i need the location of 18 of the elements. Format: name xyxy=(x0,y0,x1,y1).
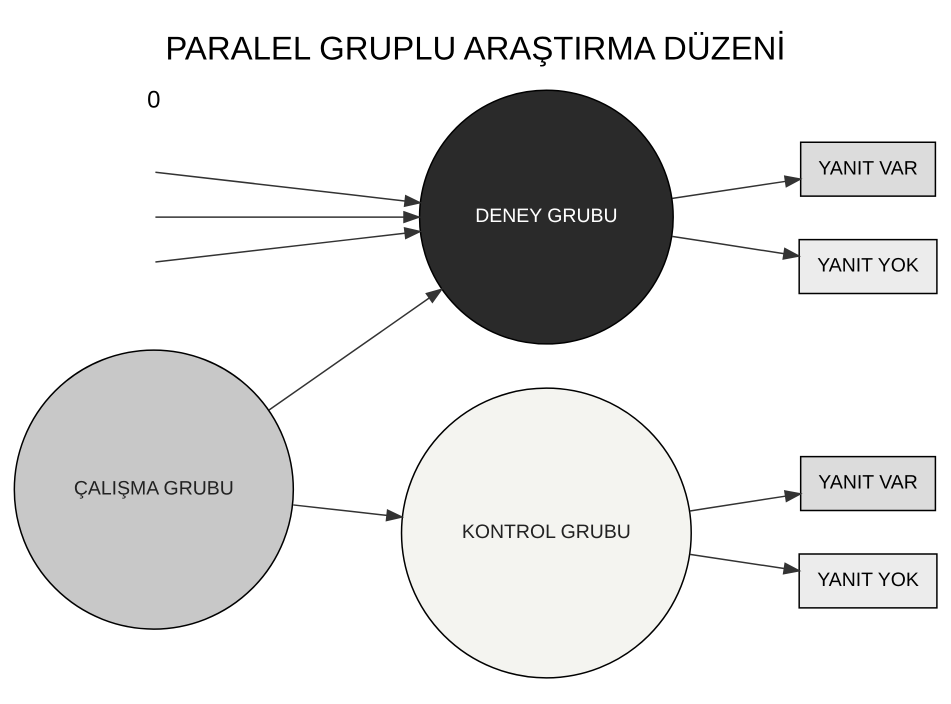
label: 0 xyxy=(147,86,160,114)
node-circle: ÇALIŞMA GRUBU xyxy=(14,348,294,630)
node-circle: KONTROL GRUBU xyxy=(400,386,692,678)
node-circle: DENEY GRUBU xyxy=(418,89,674,344)
node-box: YANIT VAR xyxy=(800,455,936,511)
arrow xyxy=(268,288,444,410)
arrow xyxy=(690,490,803,512)
arrow xyxy=(672,235,802,260)
arrow xyxy=(293,504,404,522)
arrow xyxy=(155,226,422,262)
arrow xyxy=(672,174,803,199)
diagram-title: PARALEL GRUPLU ARAŞTIRMA DÜZENİ xyxy=(165,28,786,66)
arrow xyxy=(155,170,422,207)
node-box: YANIT VAR xyxy=(800,141,936,196)
node-box: YANIT YOK xyxy=(798,238,938,294)
node-box: YANIT YOK xyxy=(798,552,938,608)
arrow xyxy=(155,210,422,223)
arrow xyxy=(690,553,802,574)
